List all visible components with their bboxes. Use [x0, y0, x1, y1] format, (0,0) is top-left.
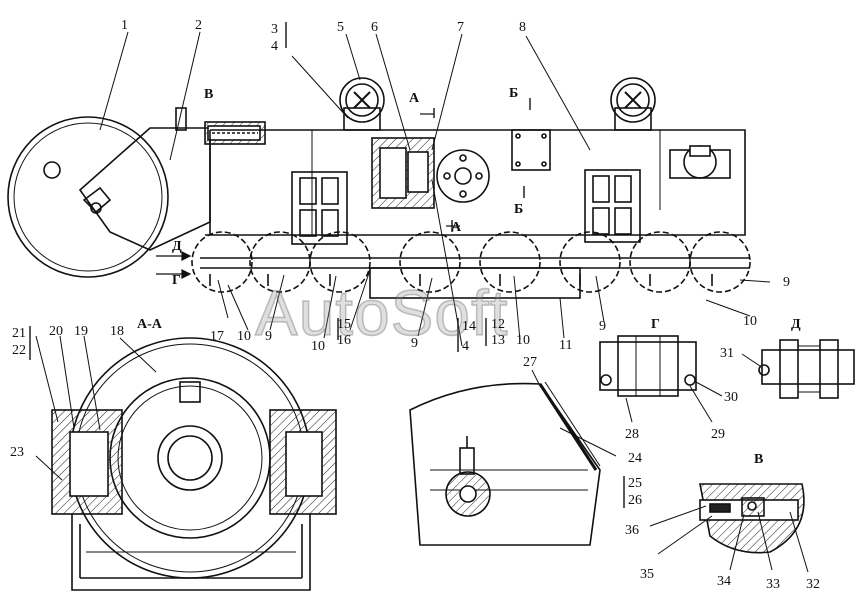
- callout-15: 15: [337, 317, 351, 332]
- callout-14: 14: [462, 319, 476, 334]
- callout-10-c: 10: [516, 333, 530, 348]
- callout-9-right: 9: [783, 275, 790, 290]
- watermark: AutoSoft: [254, 276, 509, 350]
- section-aa-view: [35, 335, 337, 591]
- section-mark-v: В: [204, 87, 214, 102]
- callout-31: 31: [720, 346, 734, 361]
- tension-arm: [78, 107, 211, 251]
- callout-3: 3: [271, 22, 278, 37]
- callout-27: 27: [523, 355, 537, 370]
- track-frame: [205, 129, 746, 245]
- view-g-roller: [599, 335, 723, 423]
- callout-7: 7: [457, 20, 464, 35]
- view-v-title: В: [754, 452, 764, 467]
- callout-8: 8: [519, 20, 526, 35]
- callout-9-c: 9: [599, 319, 606, 334]
- section-mark-a-bottom: А: [451, 220, 462, 235]
- callout-6: 6: [371, 20, 378, 35]
- callout-35: 35: [640, 567, 654, 582]
- callout-30: 30: [724, 390, 738, 405]
- callout-9-a: 9: [265, 329, 272, 344]
- view-mark-g: Г: [172, 273, 181, 288]
- callout-2: 2: [195, 18, 202, 33]
- idler-wheel: [7, 116, 169, 278]
- callout-4-lower: 4: [462, 339, 469, 354]
- callout-29: 29: [711, 427, 725, 442]
- view-d-roller: [741, 339, 855, 399]
- callout-10-a: 10: [237, 329, 251, 344]
- callout-20: 20: [49, 324, 63, 339]
- view-mark-d: Д: [172, 239, 182, 254]
- gear-section: [371, 137, 490, 209]
- section-mark-b-top: Б: [509, 86, 519, 101]
- callout-28: 28: [625, 427, 639, 442]
- callout-4: 4: [271, 39, 278, 54]
- callout-5: 5: [337, 20, 344, 35]
- callout-13: 13: [491, 333, 505, 348]
- callout-19: 19: [74, 324, 88, 339]
- callout-10-b: 10: [311, 339, 325, 354]
- callout-1: 1: [121, 18, 128, 33]
- carrier-roller-right: [610, 77, 656, 131]
- view-arrows: [156, 113, 460, 279]
- section-aa-title: А-А: [137, 317, 162, 332]
- callout-32: 32: [806, 577, 820, 592]
- callout-17: 17: [210, 329, 224, 344]
- callout-23: 23: [10, 445, 24, 460]
- callout-21: 21: [12, 326, 26, 341]
- callout-34: 34: [717, 574, 731, 589]
- view-g-title: Г: [651, 317, 660, 332]
- tensioner-housing: [204, 121, 266, 145]
- callout-26: 26: [628, 493, 642, 508]
- track-rollers: [191, 231, 751, 299]
- callout-24: 24: [628, 451, 642, 466]
- section-mark-a-top: А: [409, 91, 420, 106]
- callout-25: 25: [628, 476, 642, 491]
- view-v-detail: [649, 483, 809, 573]
- callout-10-right: 10: [743, 314, 757, 329]
- leader-lines: [99, 31, 771, 347]
- callout-33: 33: [766, 577, 780, 592]
- section-mark-b-bottom: Б: [514, 202, 524, 217]
- callout-18: 18: [110, 324, 124, 339]
- view-d-title: Д: [791, 317, 801, 332]
- callout-9-b: 9: [411, 336, 418, 351]
- callout-22: 22: [12, 343, 26, 358]
- callout-11: 11: [559, 338, 573, 353]
- carrier-roller-left: [339, 77, 385, 131]
- hub-partial-view: [409, 369, 617, 546]
- callout-12: 12: [491, 317, 505, 332]
- section-markers: [29, 22, 625, 508]
- callout-16: 16: [337, 333, 351, 348]
- callout-36: 36: [625, 523, 639, 538]
